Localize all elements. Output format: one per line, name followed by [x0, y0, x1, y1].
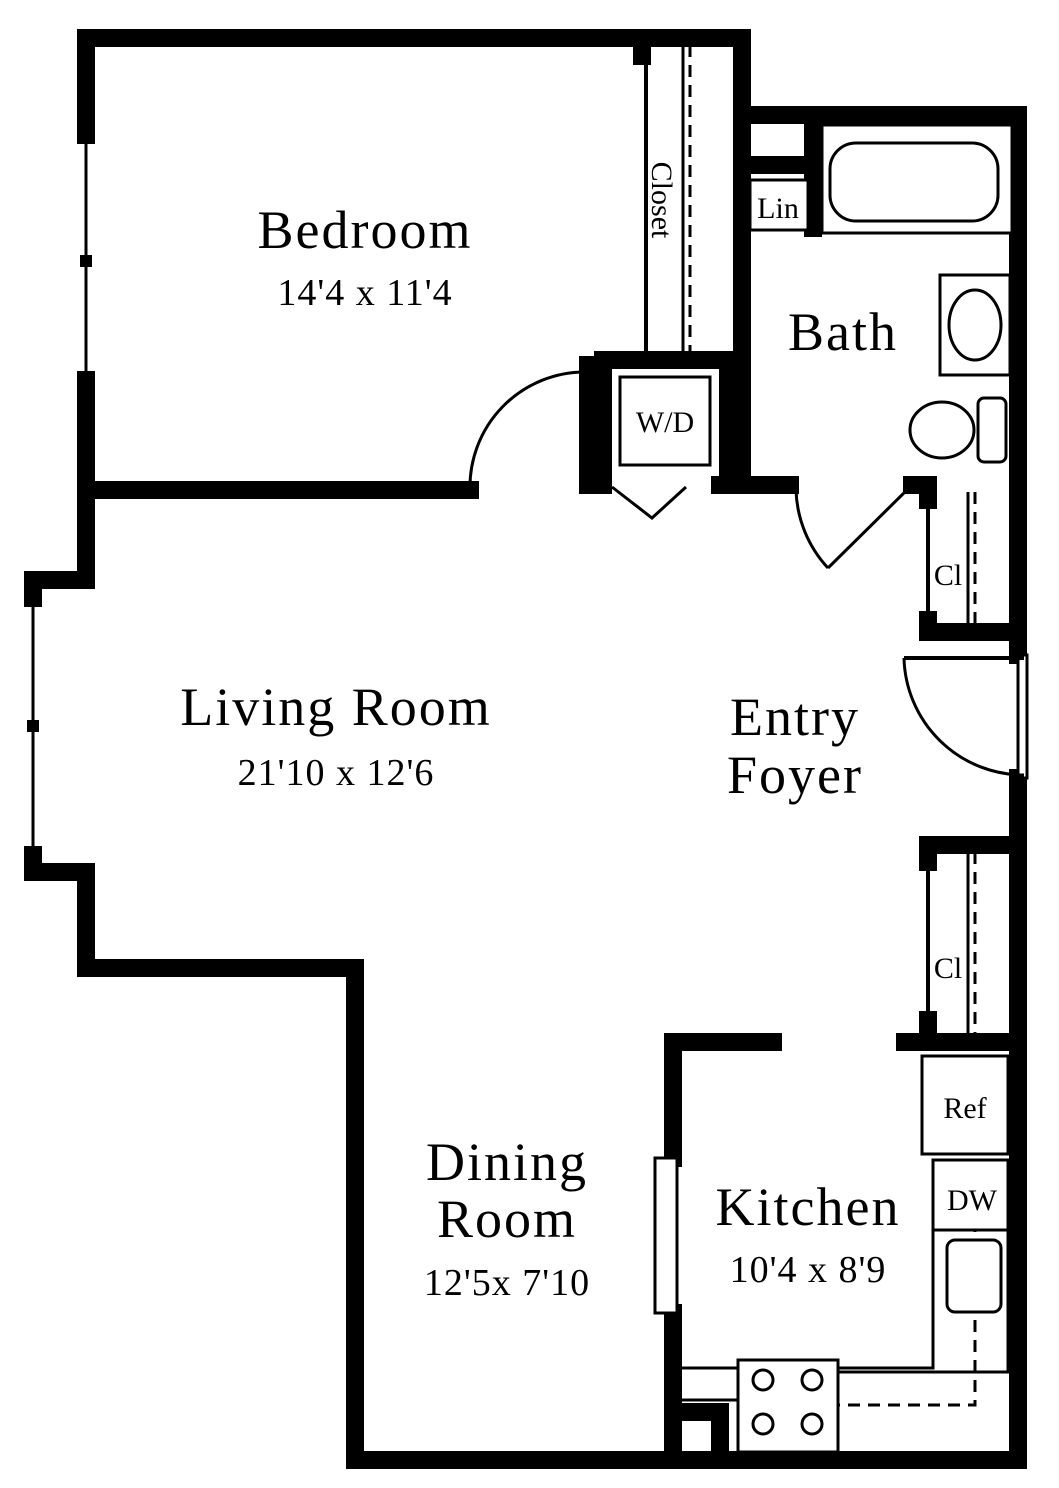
- interior-walls: [77, 36, 1019, 1469]
- burner: [800, 1368, 824, 1392]
- bedroom-closet: Closet: [644, 45, 692, 360]
- window-mullion: [80, 255, 92, 267]
- bedroom-door-swing: [468, 370, 586, 491]
- dishwasher-label: DW: [947, 1184, 998, 1217]
- kitchen-size: 10'4 x 8'9: [730, 1249, 887, 1291]
- bathtub-basin: [828, 141, 1000, 223]
- bedroom-name: Bedroom: [258, 200, 473, 260]
- living-room-name: Living Room: [180, 677, 492, 737]
- closet-lower-label: Cl: [934, 952, 962, 985]
- kitchen-sink: [945, 1238, 1003, 1314]
- linen-closet: [748, 178, 810, 232]
- dining-room-size: 12'5x 7'10: [424, 1262, 590, 1304]
- wd-bifold-door: [611, 485, 688, 520]
- wall-bottom-left: [24, 769, 1027, 1469]
- washer-dryer-label: W/D: [636, 406, 694, 439]
- entry-foyer-line1: Entry: [730, 687, 860, 747]
- living-room-size: 21'10 x 12'6: [238, 752, 435, 794]
- dining-room-line2: Room: [437, 1189, 577, 1249]
- bath-fixtures: Lin: [748, 123, 1014, 464]
- toilet-tank: [976, 396, 1008, 464]
- burner: [800, 1412, 824, 1436]
- bedroom-size: 14'4 x 11'4: [277, 272, 452, 314]
- closet-label: Closet: [645, 162, 678, 239]
- window-mullion: [27, 720, 39, 732]
- range: [736, 1358, 840, 1454]
- entry-foyer-line2: Foyer: [727, 745, 863, 805]
- wall-bedroom-left-bottom: [24, 371, 95, 589]
- refrigerator-label: Ref: [943, 1092, 986, 1125]
- toilet-bowl: [908, 400, 976, 460]
- entry-door-swing: [902, 657, 1025, 777]
- bath-name: Bath: [788, 302, 898, 362]
- dishwasher: [931, 1158, 1010, 1232]
- wall-wd-top-right: [594, 351, 737, 494]
- wall-cl-upper-bottom: [919, 611, 1019, 641]
- linen-label: Lin: [757, 192, 799, 225]
- sink: [947, 288, 1003, 362]
- burner: [751, 1412, 775, 1436]
- burner: [751, 1368, 775, 1392]
- entry-door-frame: [1016, 653, 1029, 780]
- kitchen-fixtures: Ref DW: [680, 1054, 1010, 1454]
- closet-upper-label: Cl: [934, 559, 962, 592]
- pass-through-counter: [653, 1156, 679, 1315]
- dining-room-line1: Dining: [426, 1132, 588, 1192]
- wall-bath-left: [733, 106, 799, 494]
- washer-dryer-box: [618, 375, 712, 467]
- bath-door-swing: [794, 489, 830, 570]
- bath-door-leaf: [826, 483, 914, 570]
- refrigerator: [920, 1054, 1010, 1156]
- foyer-closet-lower: Cl: [926, 852, 977, 1034]
- kitchen-name: Kitchen: [716, 1177, 901, 1237]
- wall-kitchen-chase: [664, 1403, 729, 1469]
- foyer-closet-upper: Cl: [926, 492, 977, 628]
